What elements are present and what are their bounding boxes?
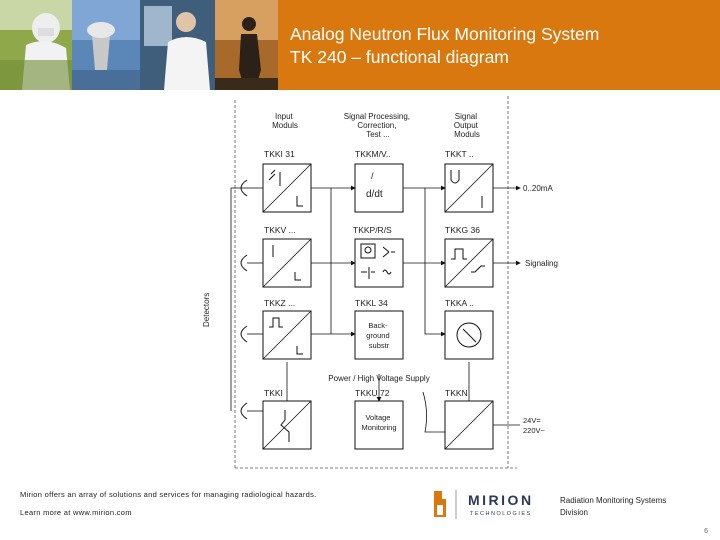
label-r2c1: TKKV ... [264, 225, 296, 235]
label-r1c1: TKKI 31 [264, 149, 295, 159]
column-header-processing: Signal Processing, Correction, Test ... [344, 112, 413, 139]
block-processing-4 [354, 400, 404, 450]
label-r3c2: TKKL 34 [355, 298, 388, 308]
division-line2: Division [560, 508, 589, 517]
label-r2c3: TKKG 36 [445, 225, 480, 235]
mirion-logo: MIRION TECHNOLOGIES [434, 490, 534, 519]
label-r2c2: TKKP/R/S [353, 225, 392, 235]
page-title-line2: TK 240 – functional diagram [290, 47, 509, 67]
detectors-label: Detectors [202, 293, 211, 327]
footer-tagline: Mirion offers an array of solutions and … [20, 490, 317, 499]
block-processing-3 [354, 310, 404, 360]
label-r1c3: TKKT .. [445, 149, 474, 159]
photo-field-worker [0, 0, 72, 90]
column-header-output: Signal Output Moduls [454, 112, 480, 139]
page-title-line1: Analog Neutron Flux Monitoring System [290, 24, 600, 44]
block-symbols [268, 169, 485, 442]
detector-brackets [240, 179, 248, 420]
title-box: Analog Neutron Flux Monitoring System TK… [278, 0, 720, 90]
functional-diagram: Input Moduls Signal Processing, Correcti… [202, 96, 558, 469]
division-line1: Radiation Monitoring Systems [560, 496, 667, 505]
output-supply-label: 24V= 220V~ [523, 416, 546, 435]
header-banner [0, 0, 720, 90]
output-signaling-label: Signaling [525, 259, 558, 268]
logo-brand-sub: TECHNOLOGIES [470, 511, 532, 517]
label-r4c2: TKKU 72 [355, 388, 390, 398]
label-r3c3: TKKA .. [445, 298, 474, 308]
footer-link[interactable]: Learn more at www.mirion.com [20, 508, 132, 517]
column-header-input: Input Moduls [272, 112, 298, 130]
background-subtract-text: Back- ground substr [366, 321, 391, 350]
block-diagonals [262, 163, 494, 450]
block-processing-1 [354, 163, 404, 213]
page-number: 6 [704, 528, 708, 535]
label-r3c1: TKKZ ... [264, 298, 295, 308]
detector-wires [247, 187, 263, 412]
photo-power-plant [72, 0, 140, 90]
logo-brand: MIRION [468, 492, 534, 508]
label-r1c2: TKKM/V.. [355, 149, 391, 159]
ddt-top: / [371, 171, 374, 181]
power-supply-label: Power / High Voltage Supply [328, 374, 429, 383]
ddt-bottom: d/dt [366, 189, 383, 200]
photo-doctor-xray [140, 0, 215, 90]
block-labels: TKKI 31 TKKM/V.. TKKT .. TKKV ... TKKP/R… [264, 149, 480, 398]
label-r4c1: TKKI [264, 388, 283, 398]
photo-soldier [215, 0, 278, 90]
label-r4c3: TKKN [445, 388, 468, 398]
block-processing-2 [354, 238, 404, 288]
voltage-monitoring-text: Voltage Monitoring [361, 413, 396, 432]
connectors [230, 185, 521, 433]
output-current-label: 0..20mA [523, 184, 553, 193]
